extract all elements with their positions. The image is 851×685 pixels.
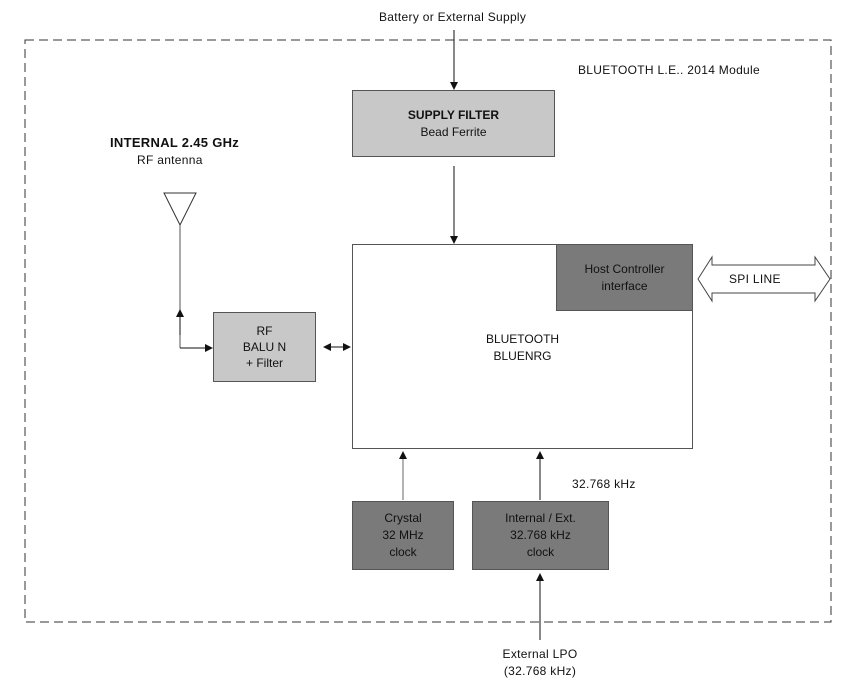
spi-line-arrow bbox=[697, 255, 831, 303]
lpo-clock-line-1: Internal / Ext. bbox=[505, 511, 576, 525]
external-lpo-line-1: External LPO bbox=[502, 647, 578, 661]
lpo-clock-line-2: 32.768 kHz bbox=[510, 528, 571, 542]
bluetooth-line-2: BLUENRG bbox=[493, 349, 552, 363]
crystal-line-2: 32 MHz bbox=[382, 528, 424, 542]
supply-filter-subtitle: Bead Ferrite bbox=[420, 124, 487, 139]
bluetooth-line-1: BLUETOOTH bbox=[485, 332, 560, 346]
host-controller-box: Host Controller interface bbox=[556, 244, 693, 311]
supply-filter-box: SUPPLY FILTER Bead Ferrite bbox=[352, 90, 555, 157]
host-controller-line-2: interface bbox=[601, 278, 648, 293]
module-label: BLUETOOTH L.E.. 2014 Module bbox=[578, 63, 760, 77]
supply-label: Battery or External Supply bbox=[379, 10, 527, 24]
external-lpo-label: External LPO (32.768 kHz) bbox=[480, 646, 600, 680]
antenna-subtitle: RF antenna bbox=[137, 153, 203, 167]
crystal-line-1: Crystal bbox=[384, 511, 422, 525]
balun-bluetooth-arrow-left bbox=[323, 343, 331, 351]
supply-filter-title: SUPPLY FILTER bbox=[407, 107, 500, 122]
frequency-label: 32.768 kHz bbox=[572, 477, 636, 491]
crystal-line-3: clock bbox=[389, 545, 417, 559]
antenna-title: INTERNAL 2.45 GHz bbox=[110, 135, 240, 150]
lpo-clock-box: Internal / Ext. 32.768 kHz clock bbox=[472, 501, 609, 570]
antenna-icon bbox=[163, 192, 197, 227]
crystal-clock-box: Crystal 32 MHz clock bbox=[352, 501, 454, 570]
module-boundary bbox=[24, 39, 832, 623]
spi-line-label: SPI LINE bbox=[729, 272, 781, 286]
balun-line-3: + Filter bbox=[245, 356, 283, 370]
lpo-clock-line-3: clock bbox=[526, 545, 555, 559]
balun-line-2: BALU N bbox=[242, 340, 287, 354]
balun-line-1: RF bbox=[256, 324, 273, 338]
bluetooth-block: BLUETOOTH BLUENRG bbox=[352, 244, 693, 449]
balun-bluetooth-arrow-right bbox=[343, 343, 351, 351]
external-lpo-line-2: (32.768 kHz) bbox=[503, 664, 577, 678]
host-controller-line-1: Host Controller bbox=[584, 261, 665, 276]
rf-balun-box: RF BALU N + Filter bbox=[213, 312, 316, 382]
